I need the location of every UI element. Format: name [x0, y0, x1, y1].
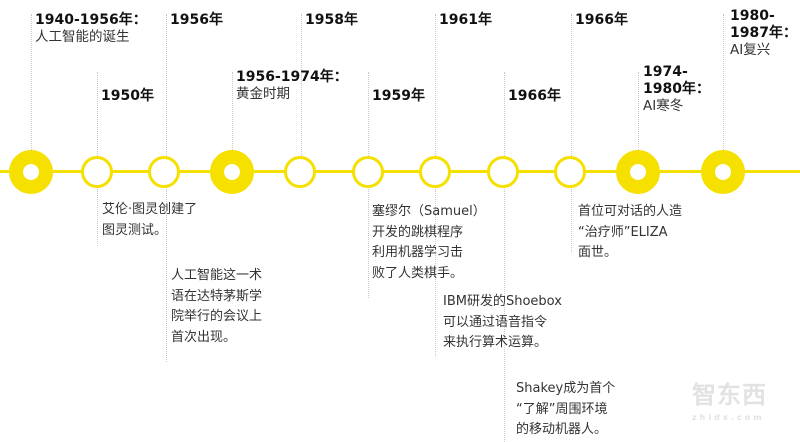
timeline-node-major [9, 150, 53, 194]
watermark-logo: 智东西 zhidx.com [692, 380, 767, 424]
year: 1956年 [170, 12, 223, 28]
connector-line [723, 14, 724, 172]
year: 1980- 1987年： [730, 8, 797, 41]
era-title: AI复兴 [730, 42, 771, 58]
year: 1940-1956年： [35, 12, 147, 28]
year-label: 1959年 [372, 88, 425, 105]
timeline-node [419, 156, 451, 188]
connector-line [571, 14, 572, 252]
year-label: 1961年 [439, 12, 492, 29]
era-title: AI寒冬 [643, 98, 684, 114]
era-label: 1956-1974年： 黄金时期 [236, 69, 348, 103]
event-description: 首位可对话的人造 “治疗师”ELIZA 面世。 [578, 204, 683, 260]
watermark-url: zhidx.com [692, 413, 765, 422]
connector-line [504, 72, 505, 442]
timeline-node-major [701, 150, 745, 194]
event-description: 塞缪尔（Samuel） 开发的跳棋程序 利用机器学习击 败了人类棋手。 [372, 204, 486, 281]
year-label: 1956年 [170, 12, 223, 29]
connector-line [638, 72, 639, 172]
year-label: 1950年 [101, 88, 154, 105]
event-description: 人工智能这一术 语在达特茅斯学 院举行的会议上 首次出现。 [171, 268, 263, 345]
timeline-node [487, 156, 519, 188]
connector-line [166, 14, 167, 362]
timeline-node [352, 156, 384, 188]
year: 1961年 [439, 12, 492, 28]
timeline-node [148, 156, 180, 188]
year-label: 1958年 [305, 12, 358, 29]
era-label: 1980- 1987年： AI复兴 [730, 8, 797, 59]
timeline-node [284, 156, 316, 188]
event-description: Shakey成为首个 “了解”周围环境 的移动机器人。 [516, 381, 616, 437]
watermark-text: 智东西 [692, 381, 767, 409]
era-title: 人工智能的诞生 [35, 29, 130, 45]
year: 1950年 [101, 88, 154, 104]
connector-line [31, 14, 32, 154]
year: 1974- 1980年： [643, 64, 710, 97]
timeline-node-major [210, 150, 254, 194]
timeline-node [554, 156, 586, 188]
timeline-node-major [616, 150, 660, 194]
era-label: 1974- 1980年： AI寒冬 [643, 64, 710, 115]
year: 1966年 [508, 88, 561, 104]
year: 1966年 [575, 12, 628, 28]
era-label: 1940-1956年： 人工智能的诞生 [35, 12, 147, 46]
timeline-node [81, 156, 113, 188]
timeline-axis [0, 170, 800, 173]
event-description: IBM研发的Shoebox 可以通过语音指令 来执行算术运算。 [443, 294, 562, 350]
year: 1958年 [305, 12, 358, 28]
event-description: 艾伦·图灵创建了 图灵测试。 [102, 202, 198, 238]
year: 1956-1974年： [236, 69, 348, 85]
year-label: 1966年 [508, 88, 561, 105]
connector-line [232, 72, 233, 162]
year: 1959年 [372, 88, 425, 104]
connector-line [301, 14, 302, 172]
era-title: 黄金时期 [236, 86, 290, 102]
year-label: 1966年 [575, 12, 628, 29]
